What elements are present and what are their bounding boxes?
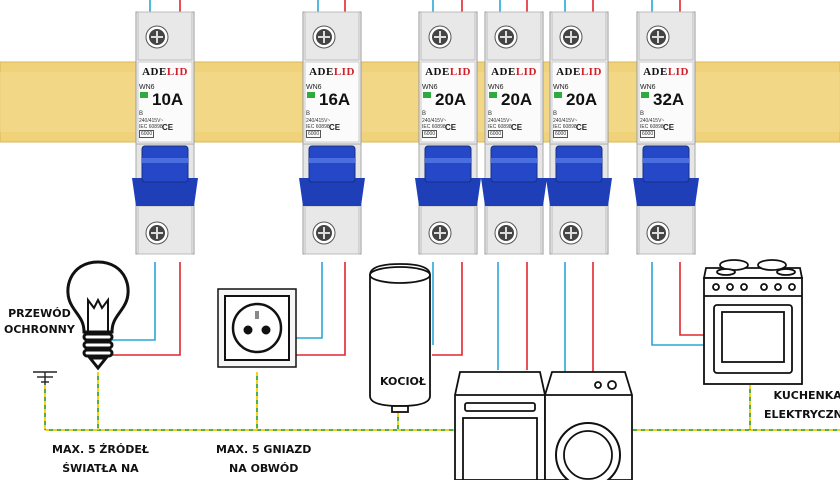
breaker-model: WN6 xyxy=(139,84,155,91)
ce-mark: CE xyxy=(162,123,174,132)
breaker-rating: 20A xyxy=(435,90,467,109)
top-wires xyxy=(149,0,681,12)
breaker-curve: B xyxy=(139,111,144,117)
breaker-voltage: 240/415V~ xyxy=(422,118,447,124)
ce-mark: CE xyxy=(511,123,523,132)
breaker-curve: B xyxy=(553,111,558,117)
breaker-capacity: 6000 xyxy=(640,130,656,138)
electric-stove-label: KUCHENKA ELEKTRYCZNA xyxy=(764,389,840,421)
breaker-capacity: 6000 xyxy=(553,130,569,138)
electric-stove-icon xyxy=(702,259,804,385)
light-bulb-icon xyxy=(66,260,130,371)
breaker-model: WN6 xyxy=(488,84,504,91)
ce-mark: CE xyxy=(663,123,675,132)
breaker-model: WN6 xyxy=(422,84,438,91)
washing-machine-icon xyxy=(544,371,633,480)
breaker-rating: 20A xyxy=(501,90,533,109)
ce-mark: CE xyxy=(329,123,341,132)
boiler-icon xyxy=(369,263,431,413)
protective-wire-label: PRZEWÓD OCHRONNY xyxy=(4,307,75,336)
dishwasher-icon xyxy=(454,371,546,480)
breaker-standard: IEC 60898 xyxy=(139,124,163,130)
breaker-standard: IEC 60898 xyxy=(306,124,330,130)
breaker-model: WN6 xyxy=(306,84,322,91)
breaker-standard: IEC 60898 xyxy=(640,124,664,130)
breaker-curve: B xyxy=(422,111,427,117)
breaker-voltage: 240/415V~ xyxy=(306,118,331,124)
breaker-curve: B xyxy=(488,111,493,117)
brand-logo: ADELID xyxy=(425,66,471,78)
wall-socket-icon xyxy=(217,288,297,368)
breaker-rating: 16A xyxy=(319,90,351,109)
boiler-label: KOCIOŁ xyxy=(380,375,426,388)
breaker-curve: B xyxy=(640,111,645,117)
breaker-rating: 20A xyxy=(566,90,598,109)
sockets-limit-label: MAX. 5 GNIAZD NA OBWÓD xyxy=(216,443,312,475)
breaker-standard: IEC 60898 xyxy=(553,124,577,130)
brand-logo: ADELID xyxy=(142,66,188,78)
brand-logo: ADELID xyxy=(556,66,602,78)
breaker-capacity: 6000 xyxy=(139,130,155,138)
ce-mark: CE xyxy=(576,123,588,132)
earth-wires xyxy=(44,372,840,431)
breaker-capacity: 6000 xyxy=(488,130,504,138)
breaker-capacity: 6000 xyxy=(422,130,438,138)
breaker-curve: B xyxy=(306,111,311,117)
ce-mark: CE xyxy=(445,123,457,132)
breaker-standard: IEC 60898 xyxy=(488,124,512,130)
breaker-voltage: 240/415V~ xyxy=(553,118,578,124)
breaker-standard: IEC 60898 xyxy=(422,124,446,130)
breaker-capacity: 6000 xyxy=(306,130,322,138)
brand-logo: ADELID xyxy=(491,66,537,78)
breaker-rating: 10A xyxy=(152,90,184,109)
breaker-model: WN6 xyxy=(640,84,656,91)
breaker-voltage: 240/415V~ xyxy=(488,118,513,124)
brand-logo: ADELID xyxy=(309,66,355,78)
breaker-model: WN6 xyxy=(553,84,569,91)
earth-ground-icon xyxy=(33,371,57,385)
breaker-voltage: 240/415V~ xyxy=(139,118,164,124)
circuit-wires xyxy=(110,262,706,372)
brand-logo: ADELID xyxy=(643,66,689,78)
breaker-voltage: 240/415V~ xyxy=(640,118,665,124)
lights-limit-label: MAX. 5 ŹRÓDEŁ ŚWIATŁA NA xyxy=(52,443,149,475)
breaker-rating: 32A xyxy=(653,90,685,109)
